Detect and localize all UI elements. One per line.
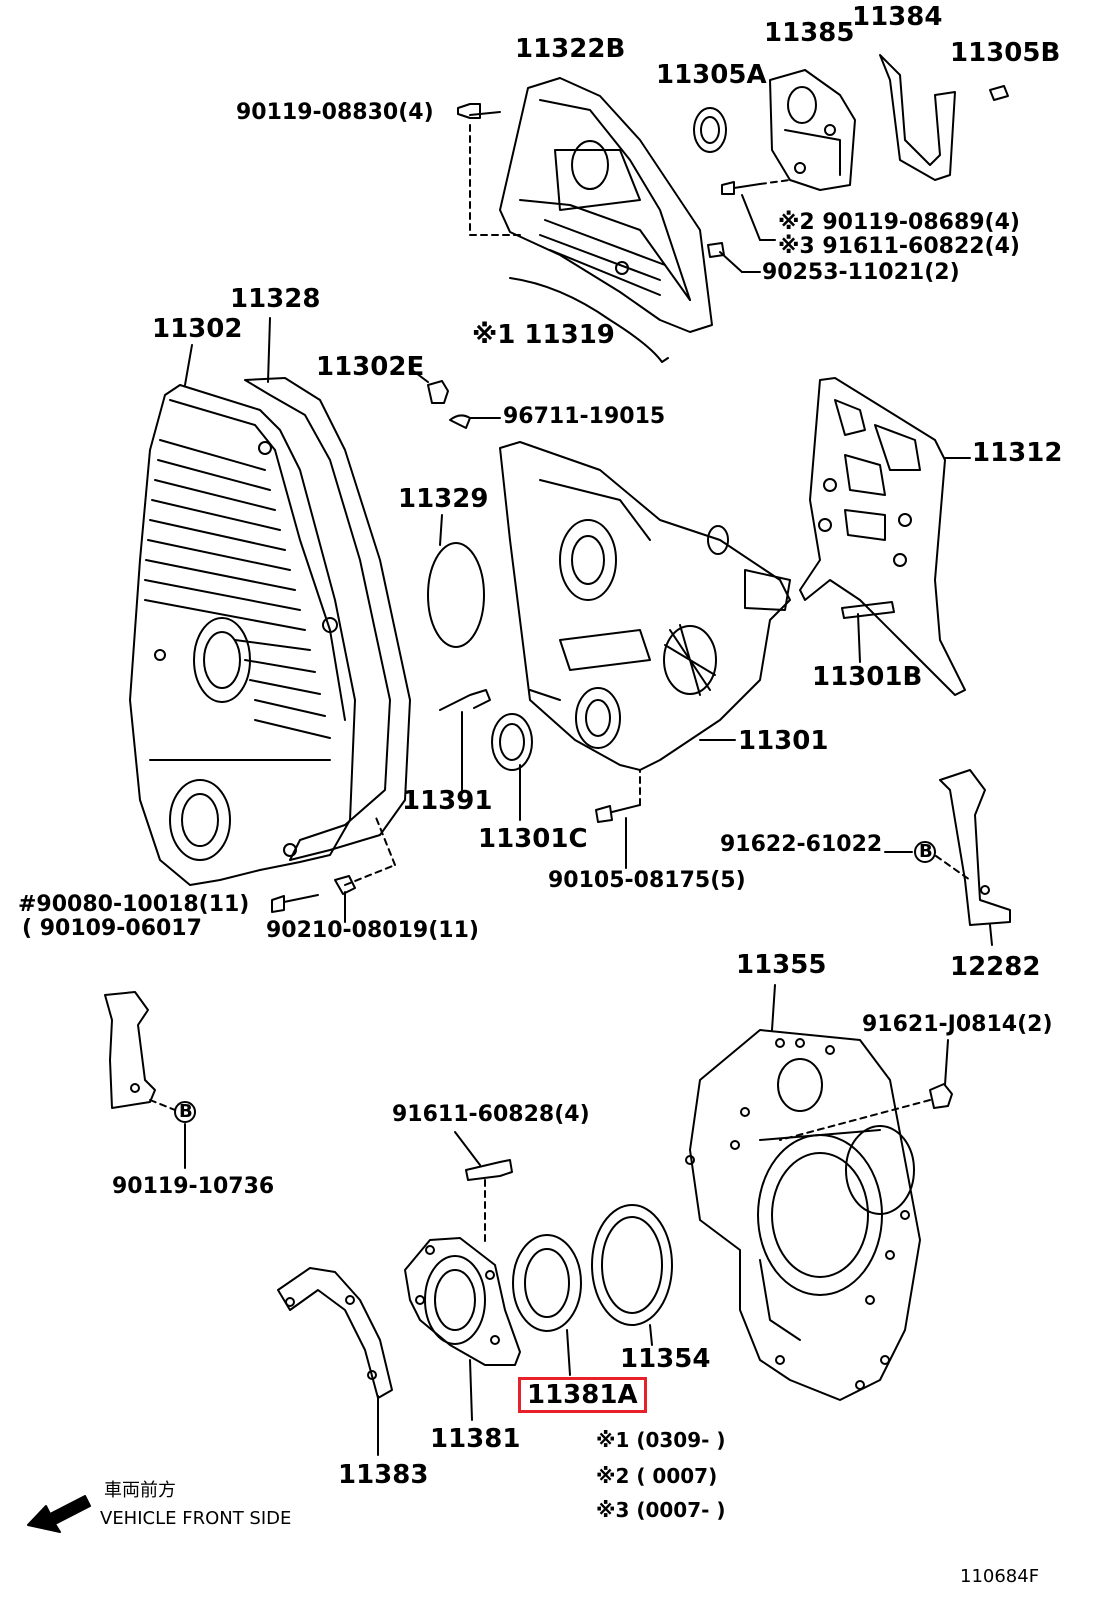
label-91622-61022: 91622-61022 [720,832,883,857]
label-90119-08830: 90119-08830(4) [236,100,434,125]
label-11301C: 11301C [478,824,588,854]
label-11381A-highlighted: 11381A [518,1377,647,1413]
label-90210-08019: 90210-08019(11) [266,918,479,943]
label-90109-06017: ( 90109-06017 [22,916,202,941]
label-11301B: 11301B [812,662,923,692]
label-11355: 11355 [736,950,827,980]
label-90253-11021: 90253-11021(2) [762,260,960,285]
case-11301 [499,441,791,771]
direction-label-jp: 車両前方 [104,1480,176,1501]
label-11354: 11354 [620,1344,711,1374]
arrow-left-down-icon [27,1495,91,1533]
label-11305B: 11305B [950,38,1061,68]
retainer-11381 [404,1237,521,1366]
note-3: ※3 (0007- ) [596,1498,726,1522]
label-11384: 11384 [852,2,943,32]
label-11383: 11383 [338,1460,429,1490]
label-96711-19015: 96711-19015 [503,404,666,429]
label-11305A: 11305A [656,60,767,90]
label-91621-J0814: 91621-J0814(2) [862,1012,1053,1037]
label-11385: 11385 [764,18,855,48]
note-2: ※2 ( 0007) [596,1464,718,1488]
label-91611-60828: 91611-60828(4) [392,1102,590,1127]
label-91611-60822: ※3 91611-60822(4) [778,234,1020,259]
label-12282: 12282 [950,952,1041,982]
plate-11355 [685,1029,921,1401]
label-11301: 11301 [738,726,829,756]
cover-11302 [129,384,356,886]
cover-11322B [499,77,713,333]
direction-label-en: VEHICLE FRONT SIDE [100,1508,292,1529]
label-11322B: 11322B [515,34,626,64]
label-11302E: 11302E [316,352,425,382]
label-90119-10736: 90119-10736 [112,1174,275,1199]
label-90105-08175: 90105-08175(5) [548,868,746,893]
label-11329: 11329 [398,484,489,514]
label-11328: 11328 [230,284,321,314]
label-11302: 11302 [152,314,243,344]
ref-b-marker-1: B [919,841,933,862]
housing-11385 [769,69,856,191]
label-11312: 11312 [972,438,1063,468]
note-1: ※1 (0309- ) [596,1428,726,1452]
label-11391: 11391 [402,786,493,816]
label-90119-08689: ※2 90119-08689(4) [778,210,1020,235]
label-11319: ※1 11319 [472,320,615,350]
ref-b-marker-2: B [179,1101,193,1122]
label-11381: 11381 [430,1424,521,1454]
label-90080-10018: #90080-10018(11) [18,892,250,917]
figure-code: 110684F [960,1566,1040,1587]
